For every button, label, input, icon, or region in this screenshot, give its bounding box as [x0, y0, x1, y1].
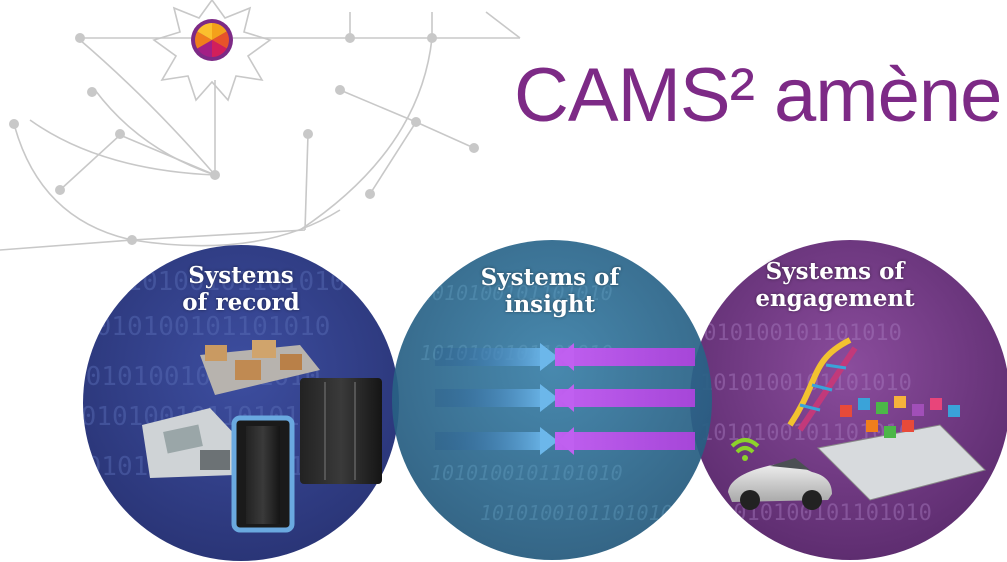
label-line: Systems — [188, 262, 294, 289]
network-nodes — [9, 33, 479, 245]
binary-pattern: 1010100101101010 — [480, 501, 673, 525]
credit-card-terminal-icon — [142, 408, 240, 478]
binary-pattern: 1010100101101010 — [80, 312, 330, 342]
mainframe-server-icon — [231, 378, 382, 533]
sports-car-icon — [728, 458, 832, 510]
page-title: CAMS² amène — [514, 53, 1002, 138]
tablet-apps-icon — [816, 396, 986, 501]
sunburst-logo-icon — [191, 19, 233, 61]
arrow-row — [435, 384, 695, 412]
label-line: of record — [182, 289, 300, 316]
binary-pattern: 1010100101101010 — [690, 321, 902, 346]
label-systems-of-record: Systems of record — [176, 262, 306, 316]
label-line: Systems of — [480, 264, 620, 291]
dna-helix-icon — [787, 337, 858, 432]
label-line: Systems of — [765, 258, 905, 285]
label-systems-of-engagement: Systems of engagement — [740, 258, 930, 312]
data-flow-arrows — [435, 343, 695, 455]
binary-pattern: 1010100101101010 — [430, 461, 623, 485]
label-line: insight — [504, 291, 596, 318]
binary-pattern: 1010100101101010 — [420, 281, 613, 305]
wifi-icon — [730, 438, 760, 461]
conveyor-boxes-icon — [200, 340, 320, 395]
arrow-row — [435, 427, 695, 455]
label-line: engagement — [755, 285, 915, 312]
starburst-outline — [152, 0, 272, 102]
label-systems-of-insight: Systems of insight — [470, 264, 630, 318]
arrow-row — [435, 343, 695, 371]
